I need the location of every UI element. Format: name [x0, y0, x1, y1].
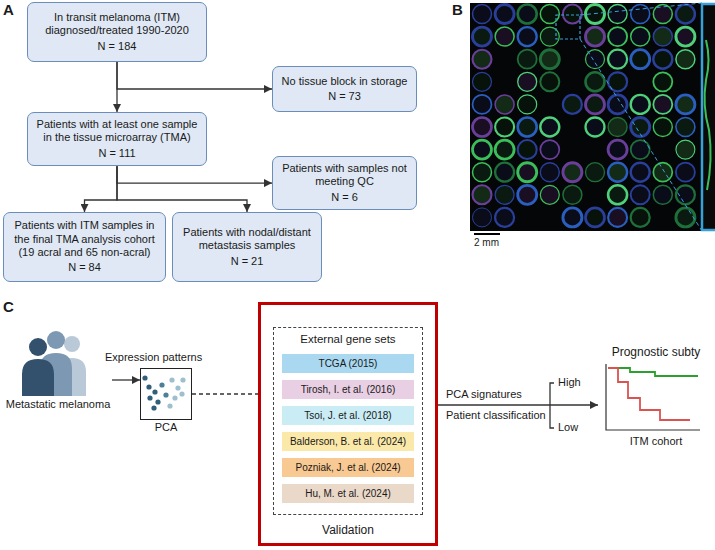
node-text: N = 84 [68, 261, 101, 274]
node-text: PCA [140, 421, 192, 433]
cohort-box: Patients with nodal/distant metastasis s… [172, 212, 322, 282]
gene-set-band: Hu, M. et al. (2024) [282, 484, 414, 503]
node-text: Patients with at least one sample in the… [34, 118, 200, 145]
scale-bar [474, 233, 500, 235]
zoom-line [580, 39, 702, 231]
panel-letter: A [3, 1, 14, 19]
connector [117, 166, 272, 183]
gene-set-band: Balderson, B. et al. (2024) [282, 432, 414, 451]
edge-label: Expression patterns [103, 351, 204, 364]
inset-tissue [705, 40, 711, 190]
panel-letter: C [3, 298, 14, 316]
tma-cores [473, 5, 695, 227]
node-text: Patients with nodal/distant metastasis s… [179, 226, 315, 253]
tma-image [470, 3, 702, 231]
gene-set-band: Tsoi, J. et al. (2018) [282, 406, 414, 425]
node-text: N = 184 [98, 40, 137, 53]
exclusion-box: Patients with samples not meeting QC N = … [272, 156, 417, 210]
cohort-box: Patients with ITM samples in the final T… [3, 212, 166, 282]
node-text: Prognostic subty [598, 345, 714, 359]
connector [117, 62, 272, 89]
process-box: In transit melanoma (ITM) diagnosed/trea… [27, 2, 207, 62]
node-text: Tirosh, I. et al. (2016) [301, 384, 396, 395]
pca-node: PCA [140, 368, 192, 434]
panel-letter: B [452, 1, 463, 19]
connector [112, 379, 140, 380]
gene-set-group: External gene setsTCGA (2015) Tirosh, I. … [273, 327, 423, 515]
scale-label: 2 mm [474, 237, 499, 249]
zoom-box [556, 15, 580, 39]
node-text: Metastatic melanoma [4, 398, 112, 410]
people-icon [22, 331, 86, 396]
group-label: High [558, 376, 581, 389]
node-text: In transit melanoma (ITM) diagnosed/trea… [34, 11, 200, 38]
connector [85, 166, 118, 212]
gene-set-band: Pozniak, J. et al. (2024) [282, 458, 414, 477]
node-text: Patients with samples not meeting QC [279, 162, 410, 189]
connector [192, 393, 258, 394]
node-text: N = 111 [98, 147, 135, 160]
node-text: Pozniak, J. et al. (2024) [295, 462, 400, 473]
zoom-inset [702, 4, 715, 230]
node-text: TCGA (2015) [319, 358, 378, 369]
arrow-note: PCA signatures [446, 388, 546, 401]
node-text: N = 6 [331, 191, 358, 204]
arrow-note: Patient classification [446, 409, 546, 422]
km-plot [606, 364, 700, 430]
node-text: ITM cohort [598, 435, 714, 447]
gene-set-band: Tirosh, I. et al. (2016) [282, 380, 414, 399]
node-text: N = 21 [231, 255, 264, 268]
node-text: No tissue block in storage [282, 75, 408, 88]
node-text: Patients with ITM samples in the final T… [10, 219, 159, 259]
survival-node: Prognostic subtyITM cohort [598, 345, 714, 451]
zoom-line [580, 3, 702, 15]
node-text: Hu, M. et al. (2024) [305, 488, 391, 499]
exclusion-box: No tissue block in storage N = 73 [272, 66, 417, 112]
node-text: External gene sets [274, 333, 422, 345]
node-text: Tsoi, J. et al. (2018) [304, 410, 391, 421]
node-text: Balderson, B. et al. (2024) [290, 436, 406, 447]
node-text: N = 73 [328, 90, 361, 103]
group-label: Low [558, 421, 578, 434]
connector [438, 404, 598, 405]
gene-set-band: TCGA (2015) [282, 354, 414, 373]
node-text: Validation [261, 523, 435, 537]
connector [117, 166, 247, 212]
validation-frame: Validation External gene setsTCGA (2015) T… [258, 302, 438, 546]
patients-node: Metastatic melanoma [4, 332, 112, 414]
pca-plot [141, 369, 192, 420]
process-box: Patients with at least one sample in the… [27, 112, 207, 166]
